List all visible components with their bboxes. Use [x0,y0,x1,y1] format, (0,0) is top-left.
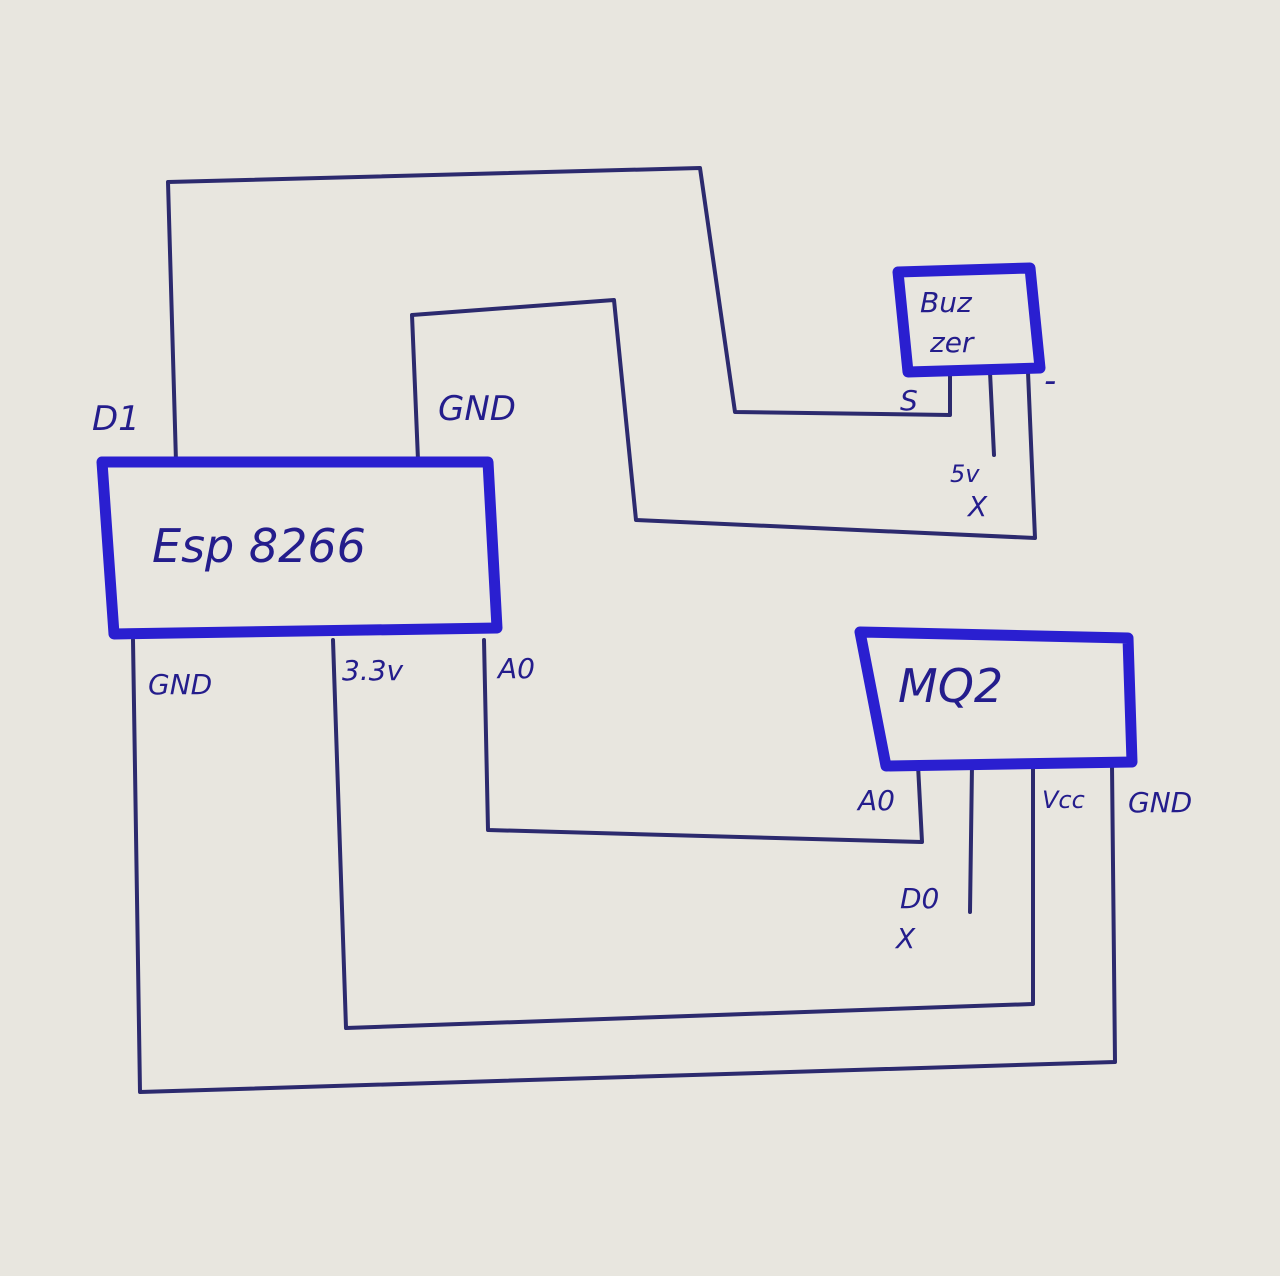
mq2-vcc-pin-label: Vcc [1042,786,1085,814]
wire-mq2-d0 [968,763,974,914]
wire-buzzer-5v [988,370,996,457]
buzzer-5v-not-connected-mark: X [966,490,988,523]
buzzer-box [892,262,1046,378]
buzzer-label-line1: Buz [920,286,973,319]
buzzer-s-pin-label: S [900,384,918,417]
esp-3v3-pin-label: 3.3v [342,654,404,687]
mq2-gnd-pin-label: GND [1128,786,1192,819]
esp-a0-pin-label: A0 [496,652,535,685]
esp8266-label: Esp 8266 [152,519,366,573]
mq2-d0-pin-label: D0 [900,882,939,915]
wire-esp-gnd-to-mq2-gnd [131,638,1117,1094]
wire-esp-gnd-to-buzzer-minus [410,298,1037,540]
buzzer-label-line2: zer [929,326,975,359]
buzzer-5v-pin-label: 5v [950,460,980,488]
wire-esp-3v3-to-mq2-vcc [331,638,1035,1030]
esp-gnd-top-pin-label: GND [438,389,516,429]
esp-d1-pin-label: D1 [92,399,140,439]
mq2-a0-pin-label: A0 [856,784,895,817]
wire-d1-to-buzzer-s [166,166,952,464]
buzzer-minus-pin-label: - [1044,361,1056,401]
esp-gnd-bottom-pin-label: GND [148,668,212,701]
mq2-box [854,626,1138,772]
mq2-d0-not-connected-mark: X [894,922,916,955]
mq2-label: MQ2 [898,659,1003,713]
wire-esp-a0-to-mq2-a0 [482,638,924,844]
esp8266-box [96,456,503,640]
